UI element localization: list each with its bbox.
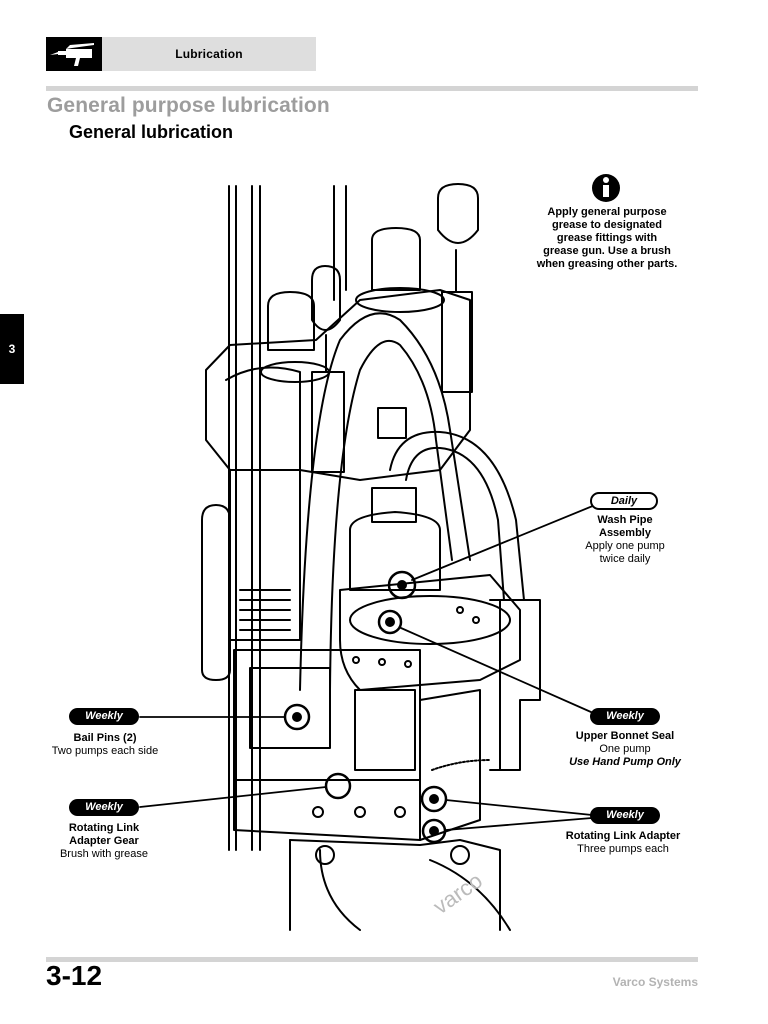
callout-rotating-link-adapter: Rotating Link Adapter Three pumps each <box>552 830 694 856</box>
callout-title: Adapter Gear <box>69 835 139 847</box>
bottom-rule <box>46 957 698 962</box>
page-number: 3-12 <box>46 960 103 991</box>
callout-bail-pins: Bail Pins (2) Two pumps each side <box>40 732 170 758</box>
section-label: Lubrication <box>175 47 243 61</box>
info-note-line: Apply general purpose <box>547 206 667 218</box>
info-note-line: grease gun. Use a brush <box>543 245 671 257</box>
frequency-badge-daily: Daily <box>590 492 658 510</box>
info-note-line: when greasing other parts. <box>536 258 678 270</box>
callout-title: Rotating Link <box>68 822 140 834</box>
callout-upper-bonnet-seal: Upper Bonnet Seal One pump Use Hand Pump… <box>560 730 690 769</box>
frequency-badge-weekly: Weekly <box>590 807 660 824</box>
callout-title: Assembly <box>599 527 651 539</box>
grease-gun-icon <box>46 37 102 71</box>
page-title: General purpose lubrication <box>47 94 330 117</box>
frequency-badge-weekly: Weekly <box>590 708 660 725</box>
chapter-tab: 3 <box>0 314 24 384</box>
callout-note: Use Hand Pump Only <box>569 756 681 768</box>
info-icon <box>592 174 620 202</box>
callout-rotating-link-adapter-gear: Rotating Link Adapter Gear Brush with gr… <box>44 822 164 861</box>
callout-wash-pipe: Wash Pipe Assembly Apply one pump twice … <box>570 514 680 566</box>
callout-title: Wash Pipe <box>597 514 653 526</box>
frequency-badge-weekly: Weekly <box>69 799 139 816</box>
callout-desc: Brush with grease <box>59 848 149 860</box>
info-note-line: grease to designated <box>551 219 663 231</box>
top-rule <box>46 86 698 91</box>
frequency-badge-weekly: Weekly <box>69 708 139 725</box>
callout-desc: twice daily <box>599 553 651 565</box>
info-note: Apply general purpose grease to designat… <box>512 206 702 271</box>
callout-title: Rotating Link Adapter <box>565 830 681 842</box>
callout-desc: One pump <box>599 743 651 755</box>
callout-title: Bail Pins (2) <box>73 732 137 744</box>
callout-desc: Three pumps each <box>577 843 669 855</box>
page-subtitle: General lubrication <box>69 122 234 142</box>
callout-desc: Apply one pump <box>585 540 665 552</box>
callout-desc: Two pumps each side <box>51 745 159 757</box>
info-note-line: grease fittings with <box>556 232 658 244</box>
footer-brand: Varco Systems <box>612 975 698 989</box>
callout-title: Upper Bonnet Seal <box>575 730 675 742</box>
